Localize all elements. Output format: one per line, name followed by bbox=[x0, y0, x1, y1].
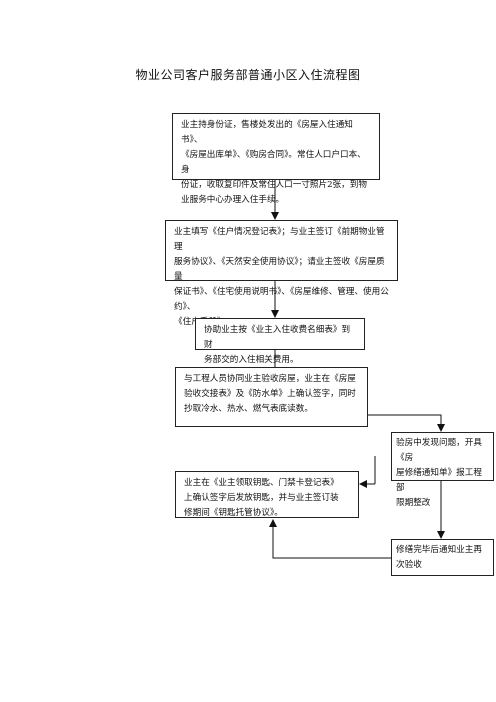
step-house-inspection: 与工程人员协同业主验收房屋，业主在《房屋 验收交接表》及《防水单》上确认签字，同… bbox=[175, 367, 368, 427]
step-repair-notice: 验房中发现问题，开具《房 屋修缮通知单》报工程部 限期整改 bbox=[391, 432, 494, 508]
step-reinspection: 修缮完毕后通知业主再 次验收 bbox=[391, 539, 494, 576]
step-sign-agreements: 业主填写《住户情况登记表》；与业主签订《前期物业管理 服务协议》、《天然安全使用… bbox=[165, 220, 398, 327]
arrow-step4-to-issue bbox=[368, 414, 445, 432]
arrow-repair-to-keys bbox=[269, 519, 391, 559]
step-pay-fees: 协助业主按《业主入住收费名细表》到财 务部交的入住相关费用。 bbox=[195, 318, 365, 365]
page-title: 物业公司客户服务部普通小区入住流程图 bbox=[135, 68, 361, 82]
step-issue-keys: 业主在《业主领取钥匙、门禁卡登记表》 上确认签字后发放钥匙，并与业主签订装 修期… bbox=[175, 471, 359, 518]
step-identity-documents: 业主持身份证，售楼处发出的《房屋入住通知书》、 《房屋出库单》、《购房合同》。常… bbox=[172, 113, 380, 205]
